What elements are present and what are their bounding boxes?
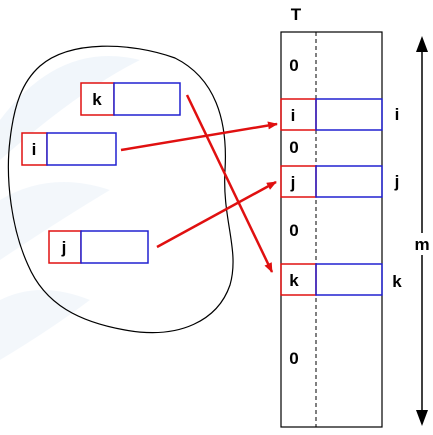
value-box — [113, 82, 181, 116]
size-dimension: m — [414, 36, 431, 426]
empty-slot-label: 0 — [289, 349, 298, 368]
index-label-i: i — [395, 105, 400, 124]
dimension-arrow-down — [416, 410, 428, 426]
slot-i-label: i — [291, 106, 296, 125]
empty-slot-label: 0 — [289, 56, 298, 75]
index-label-j: j — [394, 172, 400, 191]
key-label: i — [32, 140, 37, 159]
key-set-outline — [7, 45, 234, 334]
dimension-arrow-up — [416, 36, 428, 52]
value-box — [80, 230, 149, 264]
key-label: k — [92, 90, 102, 109]
value-box — [46, 132, 117, 166]
mapping-arrow-i — [120, 121, 278, 152]
empty-slot-label: 0 — [289, 221, 298, 240]
set-element-i: i — [21, 132, 117, 166]
slot-i-value — [315, 98, 383, 131]
table-title: T — [291, 5, 302, 24]
slot-j-value — [315, 165, 383, 198]
mapping-arrow-k — [185, 94, 274, 273]
size-label: m — [414, 235, 429, 254]
background-watermark — [0, 56, 140, 360]
key-box — [48, 230, 82, 264]
slot-j-label: j — [290, 173, 296, 192]
key-box — [80, 82, 115, 116]
mapping-arrow-j — [156, 180, 277, 249]
empty-slot-label: 0 — [289, 138, 298, 157]
set-element-j: j — [48, 230, 149, 264]
table-frame — [280, 31, 383, 428]
set-element-k: k — [80, 82, 181, 116]
slot-k-value — [315, 263, 383, 296]
hash-table: T i j k 0 0 0 0 — [280, 5, 383, 428]
index-label-k: k — [392, 272, 402, 291]
key-label: j — [61, 238, 67, 257]
slot-k-label: k — [289, 271, 299, 290]
